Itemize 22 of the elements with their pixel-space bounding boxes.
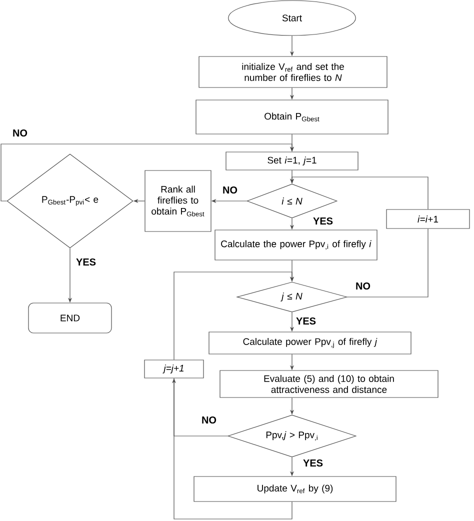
process-box: Set i=1, j=1 (226, 152, 358, 170)
edge-label: NO (200, 415, 218, 425)
process-box: Rank all fireflies to obtain P$_{Gbest}$ (144, 170, 212, 232)
process-box: Update V$_{ref}$ by (9) (194, 476, 396, 502)
process-box: j=j+1 (144, 360, 204, 378)
process-box: initialize V$_{ref}$ and set the number of fireflies to N (198, 56, 388, 88)
edge-label: YES (295, 316, 317, 326)
process-box: i=i+1 (386, 209, 470, 229)
edge-label: NO (354, 281, 372, 291)
process-box: Obtain P$_{Gbest}$ (196, 100, 388, 134)
end-box: END (28, 302, 112, 334)
process-box: Calculate the power Ppv$_{,i}$ of firefly i (214, 230, 378, 260)
process-box: Evaluate (5) and (10) to obtain attractiveness and distance (220, 370, 438, 398)
start-oval: Start (228, 0, 356, 36)
arrow (0, 144, 294, 202)
edge-label: NO (222, 185, 238, 195)
edge-label: YES (302, 458, 324, 468)
arrow (174, 272, 294, 360)
edge-label: NO (12, 128, 28, 138)
edge-label: YES (75, 257, 97, 267)
edge-label: YES (312, 216, 334, 226)
process-box: Calculate power Ppv$_{,j}$ of firefly j (208, 332, 412, 354)
